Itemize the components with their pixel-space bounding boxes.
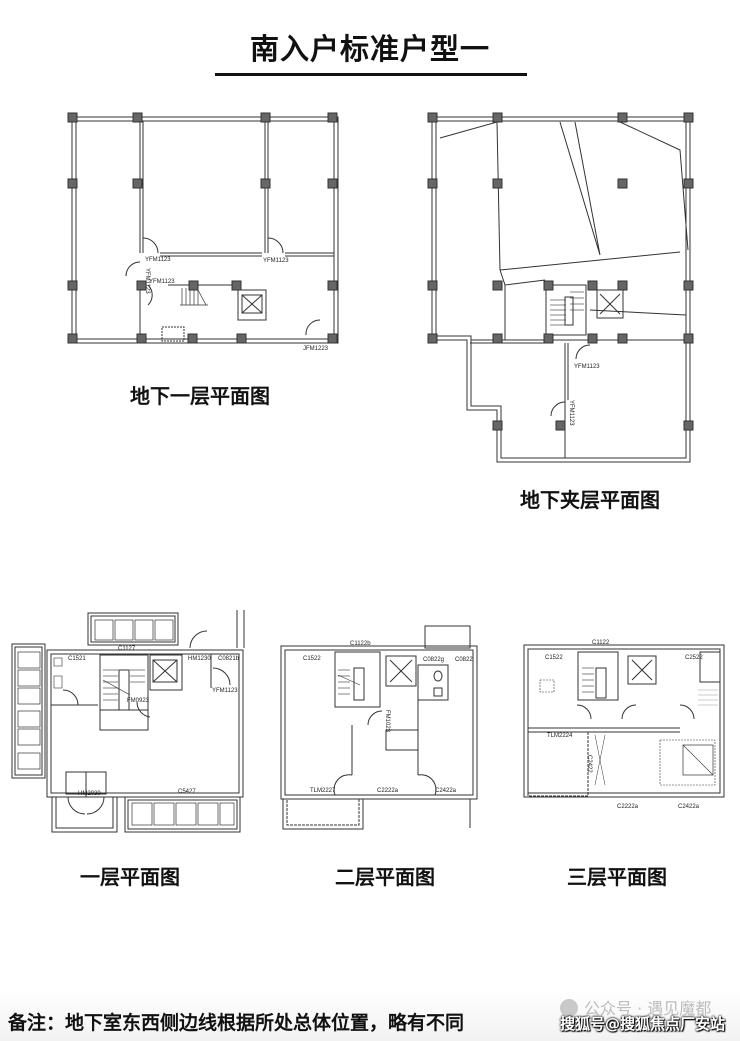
wechat-watermark-text: 公众号 · 遇见魔都 [584, 999, 712, 1018]
window-code: C0821b [218, 656, 240, 662]
door-code: YFM1123 [212, 688, 238, 694]
plan-b1: YFM1123 YFM1123 YFM1123 YFM1123 JFM1223 [67, 112, 339, 352]
door-code: HM1230 [188, 656, 211, 662]
plan-1f: C1521 C1127 HM1230 C0821b YFM1123 FM0923… [11, 610, 245, 833]
window-code: C2422a [435, 788, 457, 794]
sohu-watermark: 搜狐号@搜狐焦点厂安站 [560, 1015, 726, 1033]
plan-label-2f: 二层平面图 [335, 865, 435, 889]
footer-band [0, 990, 740, 1041]
window-code: C2522 [685, 655, 703, 661]
door-code: TLM2224 [547, 733, 573, 739]
plan-label-b1: 地下一层平面图 [130, 384, 270, 408]
plan-2f: C1122b C1522 C0822g C0822 FM1023 TLM2227… [280, 625, 478, 830]
door-code: TLM2227 [310, 788, 336, 794]
window-code: C1127 [118, 646, 136, 652]
window-code: C1521 [68, 656, 86, 662]
door-code: YFM1123 [574, 364, 600, 370]
door-code: FM0923 [127, 698, 150, 704]
footer-note: 备注：地下室东西侧边线根据所处总体位置，略有不同 [8, 1012, 465, 1034]
window-code: C2422 [586, 755, 592, 773]
title-underline [215, 73, 527, 76]
plan-label-mezzanine: 地下夹层平面图 [520, 488, 660, 512]
door-code: FM1023 [384, 710, 390, 733]
window-code: C1522 [545, 655, 563, 661]
door-code: JFM1223 [303, 346, 329, 352]
window-code: C1522 [303, 656, 321, 662]
window-code: C0822g [423, 657, 444, 663]
window-code: C2222a [377, 788, 399, 794]
door-code: HM2030 [78, 791, 101, 797]
door-code: YFM1123 [149, 279, 175, 285]
plan-3f: C1122 C1522 C2522 TLM2224 C2422 C2222a C… [523, 640, 725, 810]
plan-label-1f: 一层平面图 [80, 865, 180, 889]
wechat-watermark: 公众号 · 遇见魔都 [560, 995, 711, 1019]
door-code: YFM1123 [145, 257, 171, 263]
window-code: C5427 [178, 789, 196, 795]
window-code: C1122b [350, 641, 371, 647]
window-code: C0822 [455, 657, 473, 663]
door-code: YFM1123 [568, 400, 574, 426]
window-code: C1122 [592, 640, 610, 646]
window-code: C2222a [617, 804, 639, 810]
door-code: YFM1123 [263, 258, 289, 264]
page-title: 南入户标准户型一 [249, 32, 490, 66]
window-code: C2422a [678, 804, 700, 810]
plan-mezzanine: YFM1123 YFM1123 [427, 112, 694, 463]
wechat-icon [560, 999, 578, 1017]
door-code: YFM1123 [144, 268, 150, 294]
plan-label-3f: 三层平面图 [567, 865, 667, 889]
